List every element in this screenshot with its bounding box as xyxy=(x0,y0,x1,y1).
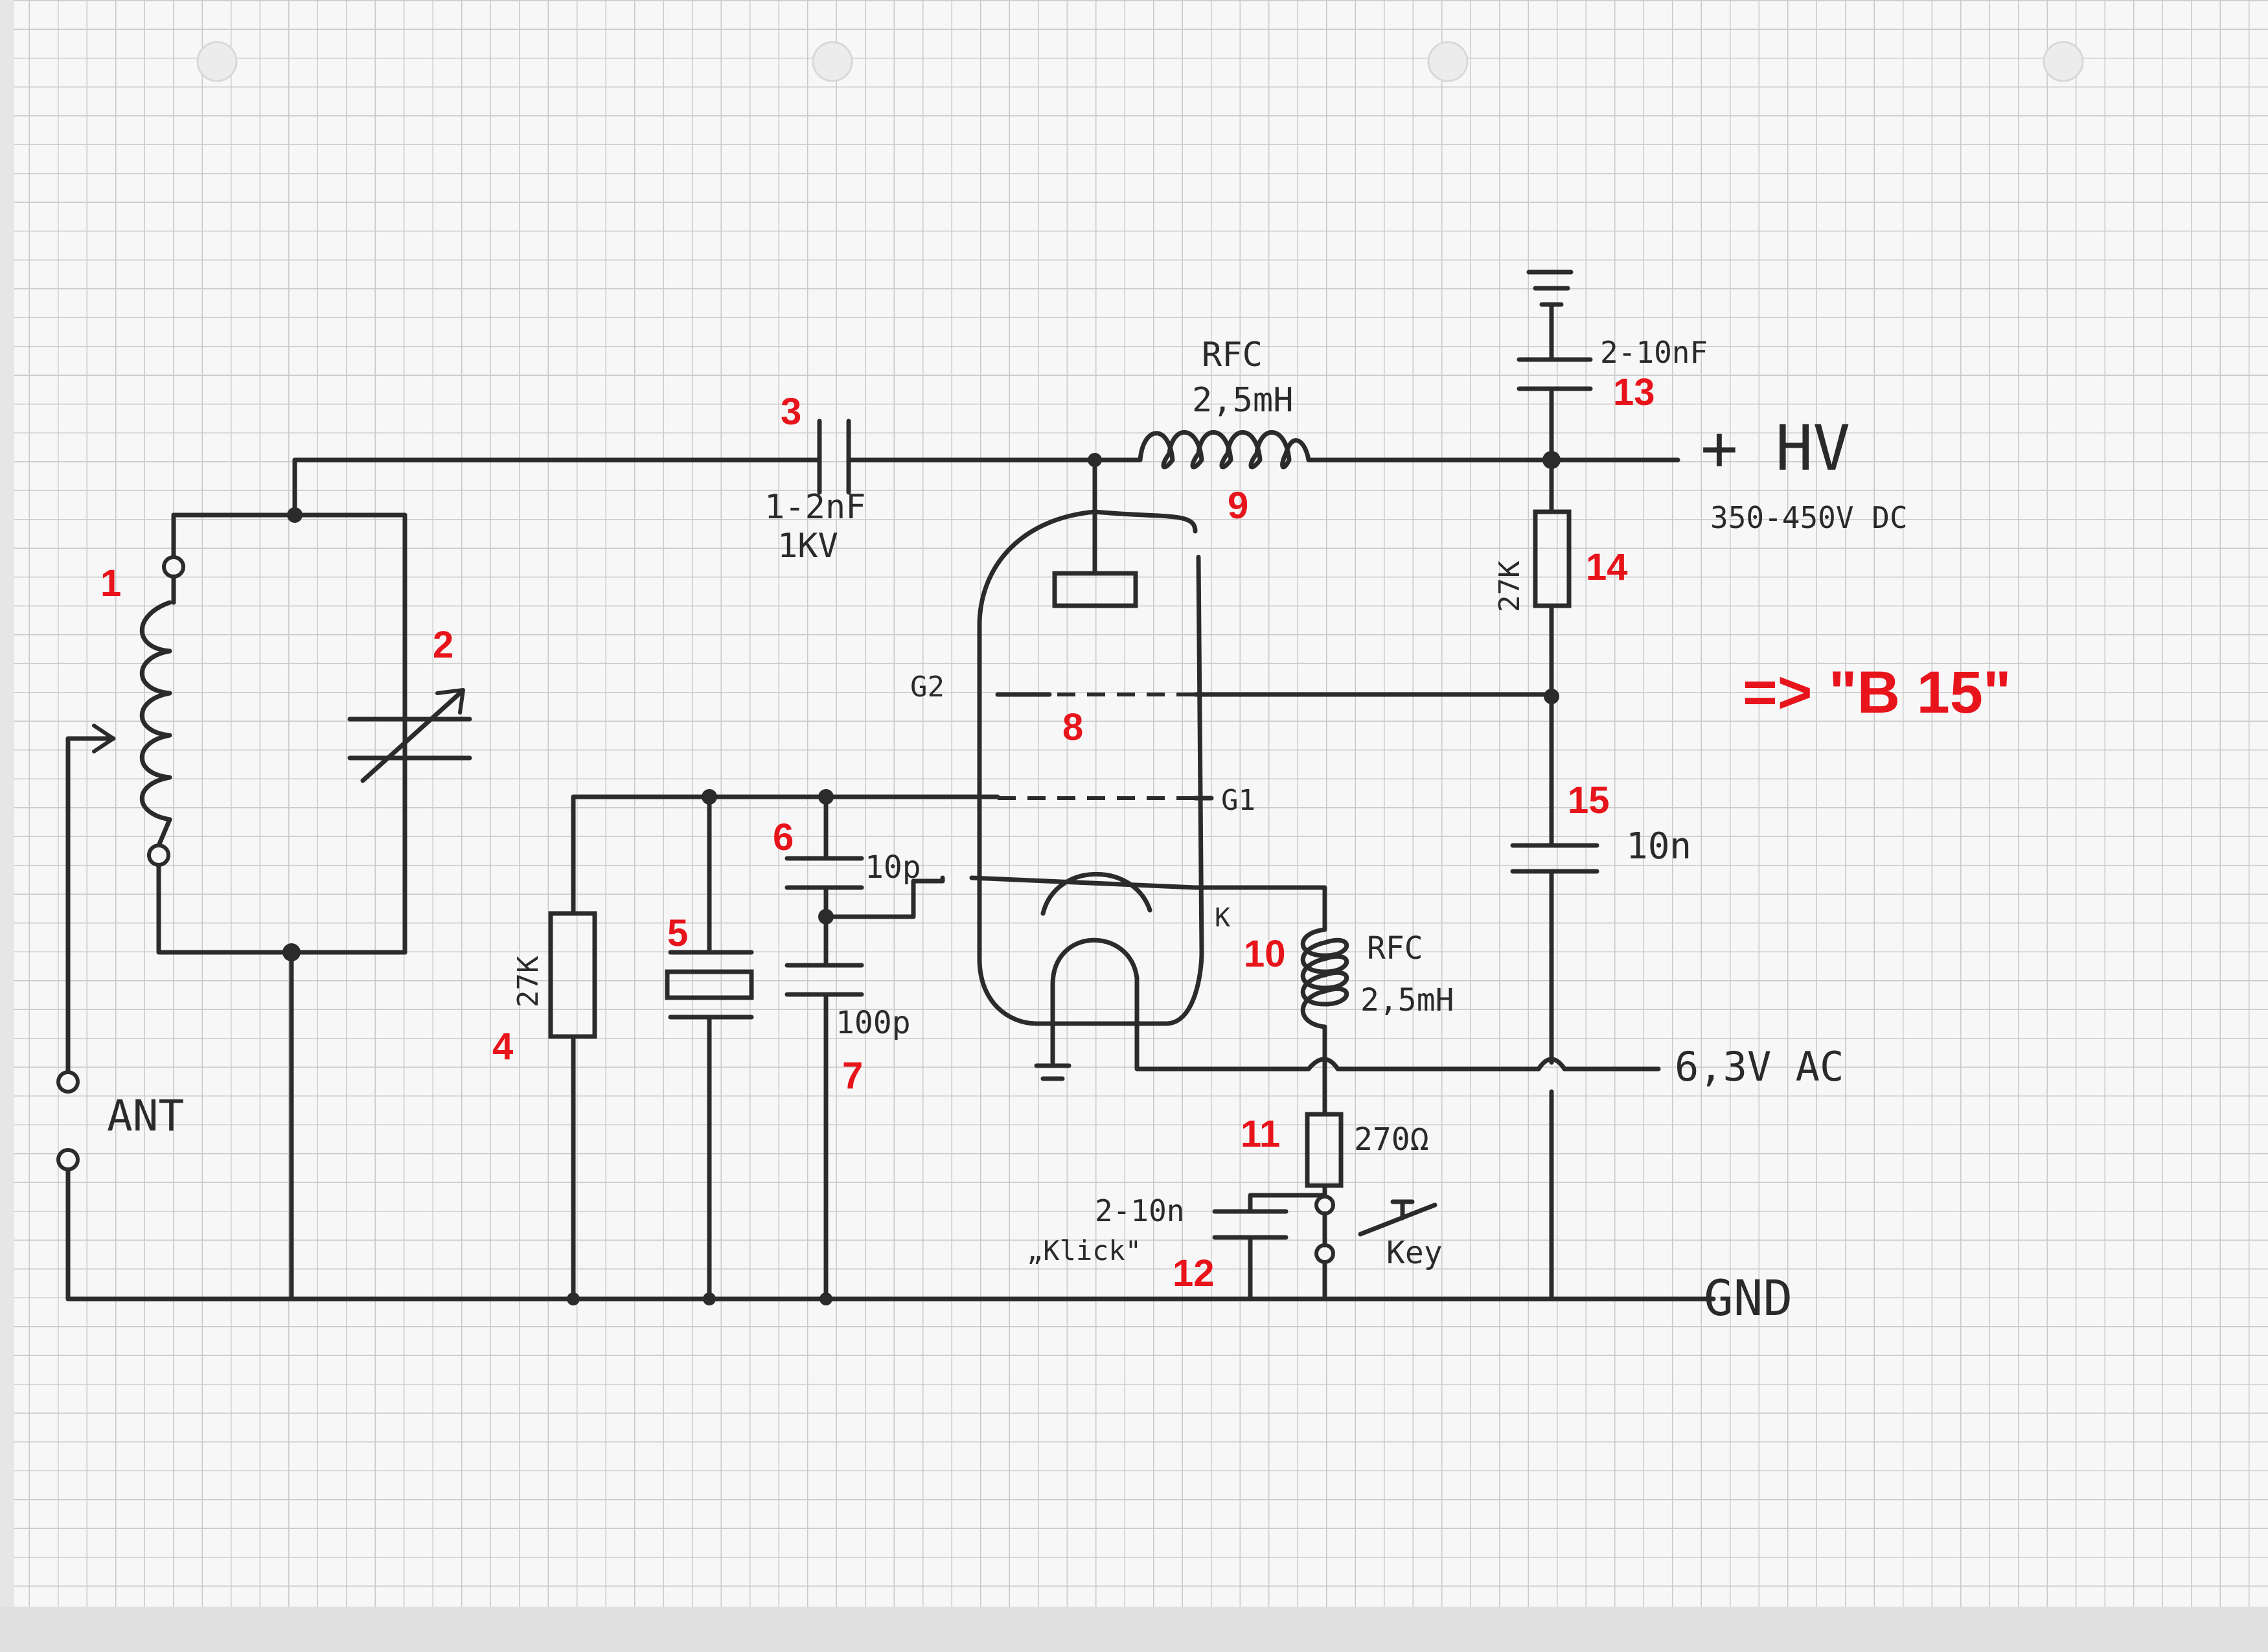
c12-note-label: „Klick" xyxy=(1027,1235,1141,1267)
marker-8: 8 xyxy=(1062,706,1083,748)
ant-label: ANT xyxy=(107,1091,184,1141)
rfc-bottom-title: RFC xyxy=(1367,930,1423,967)
morse-key xyxy=(1314,1195,1438,1264)
marker-3: 3 xyxy=(781,391,801,433)
punch-hole xyxy=(196,41,238,82)
rfc-bottom-value: 2,5mH xyxy=(1360,982,1454,1018)
marker-2: 2 xyxy=(433,624,453,666)
coil-1 xyxy=(140,555,185,867)
marker-1: 1 xyxy=(100,562,121,604)
capacitor-6 xyxy=(785,856,864,890)
marker-15: 15 xyxy=(1568,779,1610,821)
g1-label: G1 xyxy=(1221,784,1255,817)
rfc-top-value: 2,5mH xyxy=(1192,381,1294,420)
hv-label: + HV xyxy=(1701,412,1850,485)
variable-capacitor-2 xyxy=(347,512,472,955)
c6-value-label: 10p xyxy=(865,849,921,886)
punch-hole xyxy=(2043,41,2084,82)
marker-13: 13 xyxy=(1613,371,1655,413)
wiring xyxy=(65,386,1716,1302)
r4-value-label: 27K xyxy=(512,956,545,1007)
resistor-11 xyxy=(1305,1112,1344,1188)
capacitor-13 xyxy=(1517,270,1593,391)
antenna-terminals xyxy=(56,1070,80,1171)
resistor-4 xyxy=(548,911,597,1039)
marker-14: 14 xyxy=(1586,546,1628,588)
rfc-choke-10 xyxy=(1300,904,1349,1029)
rfc-choke-9 xyxy=(1138,430,1311,470)
resistor-14 xyxy=(1533,509,1572,608)
key-label: Key xyxy=(1386,1235,1443,1271)
marker-11: 11 xyxy=(1241,1113,1280,1155)
punch-hole xyxy=(1427,41,1469,82)
marker-7: 7 xyxy=(842,1055,863,1097)
k-label: K xyxy=(1215,903,1230,933)
rfc-top-title: RFC xyxy=(1202,336,1263,374)
r11-value-label: 270Ω xyxy=(1354,1121,1429,1158)
capacitor-7 xyxy=(785,963,864,997)
c15-value-label: 10n xyxy=(1626,825,1691,867)
hv-range-label: 350-450V DC xyxy=(1710,500,1908,535)
capacitor-5 xyxy=(665,950,754,1020)
tube-8 xyxy=(977,509,1204,1026)
tube-type-annotation: => "B 15" xyxy=(1743,660,2011,726)
marker-10: 10 xyxy=(1244,933,1286,975)
r14-value-label: 27K xyxy=(1493,560,1526,612)
marker-12: 12 xyxy=(1173,1252,1215,1294)
g2-label: G2 xyxy=(910,671,945,704)
paper-bottom-strip xyxy=(0,1607,2268,1652)
heater-label: 6,3V AC xyxy=(1675,1043,1844,1090)
marker-6: 6 xyxy=(773,816,794,858)
c3-voltage-label: 1KV xyxy=(777,527,838,566)
c12-value-label: 2-10n xyxy=(1095,1193,1184,1228)
c7-value-label: 100p xyxy=(836,1005,911,1041)
c13-value-label: 2-10nF xyxy=(1600,335,1708,370)
capacitor-15 xyxy=(1510,843,1599,874)
marker-9: 9 xyxy=(1228,485,1248,527)
marker-4: 4 xyxy=(492,1026,513,1068)
capacitor-3 xyxy=(817,419,851,495)
junction-dots xyxy=(282,451,1561,1305)
punch-hole xyxy=(812,41,853,82)
gnd-label: GND xyxy=(1704,1269,1793,1327)
capacitor-12 xyxy=(1212,1209,1289,1253)
c3-value-label: 1-2nF xyxy=(764,488,866,527)
grid-lines xyxy=(14,0,2268,1607)
marker-5: 5 xyxy=(667,912,688,954)
